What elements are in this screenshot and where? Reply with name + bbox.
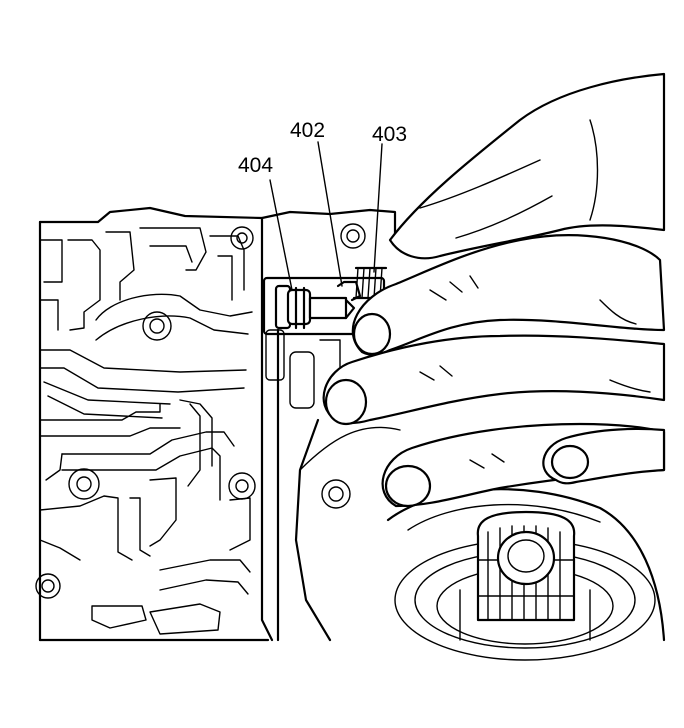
technician-hand xyxy=(322,72,666,508)
leader-404 xyxy=(269,179,293,291)
bolt-holes xyxy=(35,223,366,599)
output-shaft xyxy=(394,510,656,661)
leader-402 xyxy=(317,141,343,287)
callout-404: 404 xyxy=(238,154,273,177)
leader-lines xyxy=(269,141,383,291)
callout-402: 402 xyxy=(290,119,325,142)
callout-403: 403 xyxy=(372,123,407,146)
valve-body xyxy=(35,206,397,642)
leader-403 xyxy=(373,143,383,273)
valve-assembly xyxy=(262,266,388,336)
